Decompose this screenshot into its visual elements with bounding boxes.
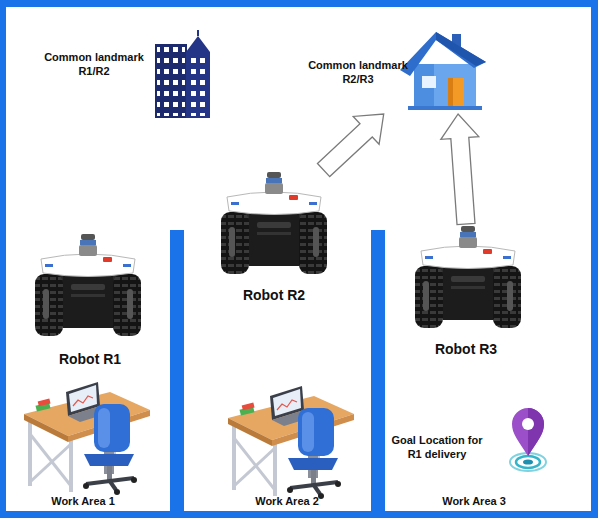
robot-figure — [35, 234, 141, 336]
desk-figure — [228, 386, 354, 499]
wall — [170, 230, 184, 512]
area-label: Work Area 3 — [419, 494, 529, 508]
house-icon — [400, 32, 486, 110]
block-arrow — [317, 114, 383, 177]
building-icon — [155, 30, 210, 118]
block-arrow — [441, 114, 479, 225]
robot-node: Robot R3 — [406, 224, 526, 358]
frame-left — [0, 0, 6, 518]
robot-node: Robot R2 — [212, 170, 336, 304]
landmark-name: Common landmark R2/R3 — [300, 58, 416, 87]
goal-pin — [510, 408, 546, 471]
robot-node: Robot R1 — [28, 232, 152, 368]
robot-name: Robot R1 — [59, 351, 121, 368]
area-label: Work Area 1 — [28, 494, 138, 508]
robot-name: Robot R3 — [435, 341, 497, 358]
desk-figure — [24, 382, 150, 495]
frame-bottom — [0, 511, 598, 518]
robot-figure — [221, 172, 327, 274]
robot-name: Robot R2 — [243, 287, 305, 304]
frame-top — [0, 0, 598, 7]
area-label: Work Area 2 — [232, 494, 342, 508]
frame-right — [591, 0, 598, 518]
landmark-node: Common landmark R1/R2 — [36, 34, 214, 120]
goal-label: Goal Location for R1 delivery — [384, 433, 490, 462]
wall — [371, 230, 385, 512]
landmark-node: Common landmark R2/R3 — [300, 26, 486, 114]
landmark-name: Common landmark R1/R2 — [36, 50, 152, 79]
robot-figure — [415, 226, 521, 328]
